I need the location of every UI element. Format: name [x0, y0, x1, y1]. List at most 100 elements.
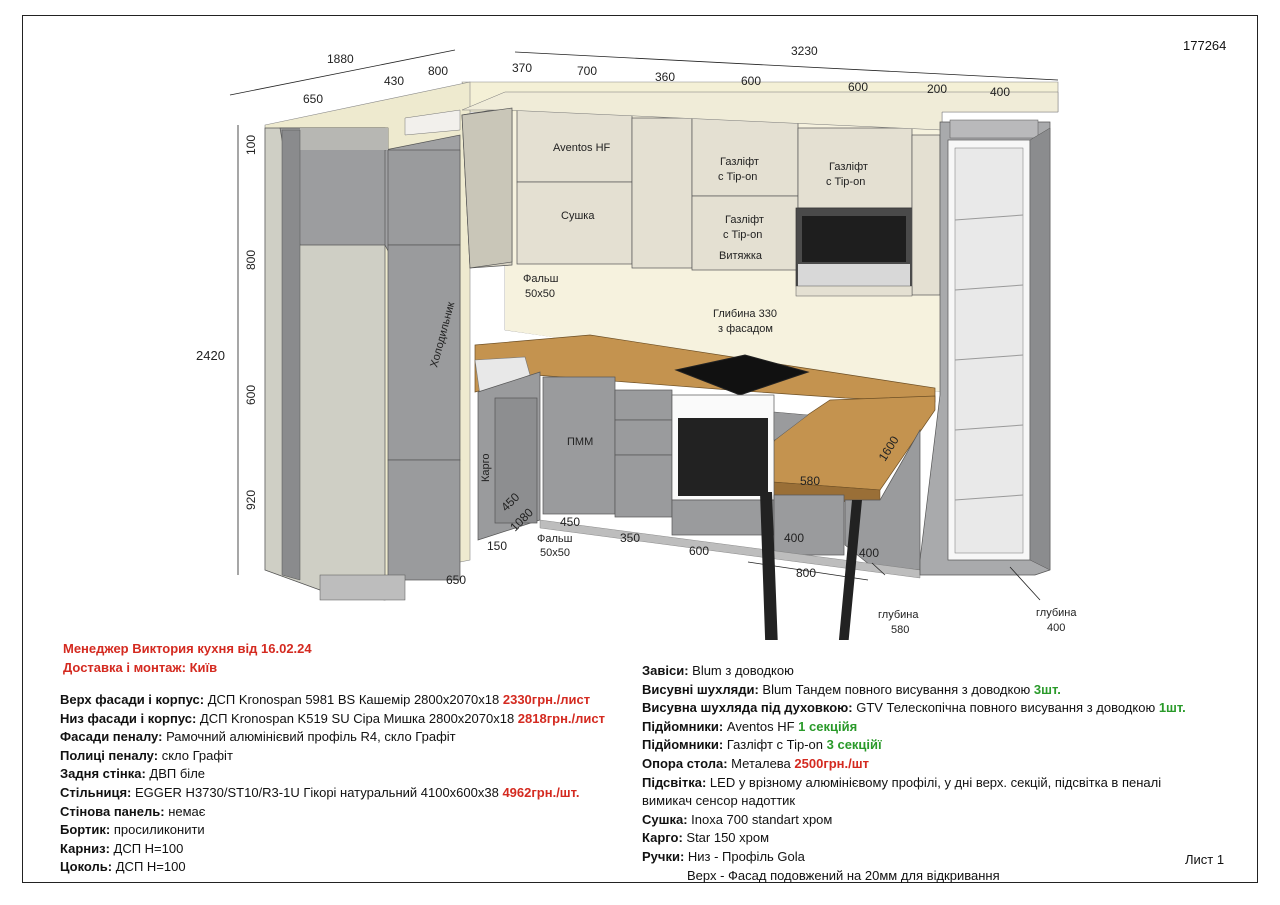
spec-row: Підсвітка: LED у врізному алюмінієвому п… — [642, 774, 1186, 793]
dim-h920: 920 — [244, 490, 258, 510]
label-gaslift3b: с Tip-on — [723, 229, 762, 241]
spec-value: скло Графіт — [158, 747, 233, 763]
spec-key: Ручки: — [642, 848, 685, 864]
dim-h600: 600 — [244, 385, 258, 405]
spec-row: Опора стола: Металева 2500грн./шт — [642, 755, 1186, 774]
upper-cabinets — [461, 106, 941, 297]
spec-price: 2500грн./шт — [794, 755, 869, 771]
spec-row: Стільниця: EGGER H3730/ST10/R3-1U Гікорі… — [60, 784, 605, 803]
spec-row: Карниз: ДСП Н=100 — [60, 840, 605, 859]
spec-value: GTV Телескопічна повного висування з дов… — [852, 700, 1159, 716]
dim-400-top: 400 — [990, 85, 1010, 99]
dim-600-top2: 600 — [848, 80, 868, 94]
spec-key: Карго: — [642, 830, 683, 846]
dim-150: 150 — [487, 539, 507, 553]
spec-row: Висувні шухляди: Blum Тандем повного вис… — [642, 681, 1186, 700]
spec-value: ДСП Kronospan 5981 BS Кашемір 2800x2070x… — [204, 692, 503, 707]
sheet-number: Лист 1 — [1185, 852, 1225, 867]
label-depth400b: 400 — [1047, 622, 1065, 634]
cornice — [461, 91, 1059, 131]
label-aventos: Aventos HF — [553, 142, 611, 154]
dim-600-top: 600 — [741, 74, 761, 88]
dim-2420: 2420 — [196, 348, 225, 363]
spec-key: Підсвітка: — [642, 774, 707, 790]
dim-430: 430 — [384, 74, 404, 88]
spec-key: Стінова панель: — [60, 803, 165, 819]
spec-value: ДСП Kronospan K519 SU Сіра Мишка 2800x20… — [196, 710, 518, 726]
spec-value: Inoxa 700 standart хром — [687, 811, 833, 827]
spec-value: ДСП Н=100 — [112, 859, 186, 875]
spec-count: 3 секційї — [826, 737, 882, 753]
dim-h800: 800 — [244, 250, 258, 270]
delivery-line: Доставка і монтаж: Київ — [63, 659, 218, 675]
spec-row: Підйомники: Aventos HF 1 секційя — [642, 718, 1186, 737]
dishwasher-front — [542, 376, 616, 515]
spec-key: Карниз: — [60, 840, 110, 856]
corner-upper — [461, 107, 513, 269]
spec-price: 2818грн./лист — [517, 710, 605, 726]
dim-700: 700 — [577, 64, 597, 78]
spec-key: Бортик: — [60, 822, 111, 838]
spec-value: Низ - Профіль Gola — [684, 848, 805, 864]
label-falsh2b: 50x50 — [540, 547, 570, 559]
label-sushka: Сушка — [561, 210, 595, 222]
spec-value: Blum Тандем повного висування з доводкою — [758, 681, 1034, 697]
manager-block: Менеджер Виктория кухня від 16.02.24 Дос… — [63, 640, 312, 677]
label-gaslift2b: с Tip-on — [826, 176, 865, 188]
label-gaslift3a: Газліфт — [725, 214, 764, 226]
spec-row: Завіси: Blum з доводкою — [642, 662, 1186, 681]
spec-value: EGGER H3730/ST10/R3-1U Гікорі натуральни… — [131, 784, 503, 800]
dim-450b: 450 — [560, 515, 580, 529]
spec-row: Цоколь: ДСП Н=100 — [60, 858, 605, 877]
dimension-lines — [229, 49, 1059, 601]
spec-count: 1шт. — [1158, 700, 1186, 716]
manager-line: Менеджер Виктория кухня від 16.02.24 — [63, 641, 312, 656]
label-depth400a: глубина — [1036, 607, 1077, 619]
dim-350: 350 — [620, 531, 640, 545]
spec-value: ДВП біле — [145, 766, 206, 782]
dim-800-bottom: 800 — [796, 566, 816, 580]
kitchen-drawing: 1880 650 430 800 3230 370 700 360 600 60… — [196, 44, 1077, 640]
spec-row: Фасади пеналу: Рамочний алюмінієвий проф… — [60, 728, 605, 747]
drawing-frame — [22, 15, 1258, 883]
label-depth330a: Глибина 330 — [713, 308, 777, 320]
spec-key: Підйомники: — [642, 718, 724, 734]
spec-row: Полиці пеналу: скло Графіт — [60, 747, 605, 766]
order-code: 177264 — [1183, 38, 1227, 53]
spec-value: Верх - Фасад подовжений на 20мм для відк… — [687, 867, 1000, 883]
spec-row: Верх фасади і корпус: ДСП Kronospan 5981… — [60, 691, 605, 710]
spec-value: LED у врізному алюмінієвому профілі, у д… — [706, 774, 1162, 790]
spec-row: Підйомники: Газліфт с Tip-on 3 секційї — [642, 736, 1186, 755]
spec-value: Металева — [727, 755, 795, 771]
spec-row: Стінова панель: немає — [60, 803, 605, 822]
spec-row: Сушка: Inoxa 700 standart хром — [642, 811, 1186, 830]
cooktop — [674, 354, 810, 396]
spec-count: 1 секційя — [798, 718, 858, 734]
left-specs: Верх фасади і корпус: ДСП Kronospan 5981… — [60, 691, 605, 877]
spec-value: Star 150 хром — [682, 830, 770, 846]
spec-key: Низ фасади і корпус: — [60, 710, 197, 726]
spec-row: Верх - Фасад подовжений на 20мм для відк… — [642, 867, 1186, 886]
label-depth580b: 580 — [891, 624, 909, 636]
lower-cabinets — [477, 371, 921, 579]
spec-row: Задня стінка: ДВП біле — [60, 765, 605, 784]
label-depth330b: з фасадом — [718, 323, 773, 335]
dim-3230: 3230 — [791, 44, 818, 58]
label-falsh1b: 50x50 — [525, 288, 555, 300]
spec-count: 3шт. — [1033, 681, 1061, 697]
dim-600-bottom: 600 — [689, 544, 709, 558]
spec-key: Опора стола: — [642, 755, 728, 771]
spec-value: Рамочний алюмінієвий профіль R4, скло Гр… — [162, 729, 456, 745]
spec-row: Ручки: Низ - Профіль Gola — [642, 848, 1186, 867]
label-pmm: ПММ — [567, 436, 593, 448]
spec-key: Фасади пеналу: — [60, 729, 163, 745]
spec-value: немає — [164, 803, 206, 819]
spec-value: вимикач сенсор надоттик — [642, 793, 796, 809]
label-vytyazhka: Витяжка — [719, 250, 763, 262]
spec-key: Стільниця: — [60, 784, 132, 800]
spec-key: Цоколь: — [60, 859, 113, 875]
dim-360: 360 — [655, 70, 675, 84]
spec-row: вимикач сенсор надоттик — [642, 792, 1186, 811]
spec-row: Низ фасади і корпус: ДСП Kronospan K519 … — [60, 710, 605, 729]
